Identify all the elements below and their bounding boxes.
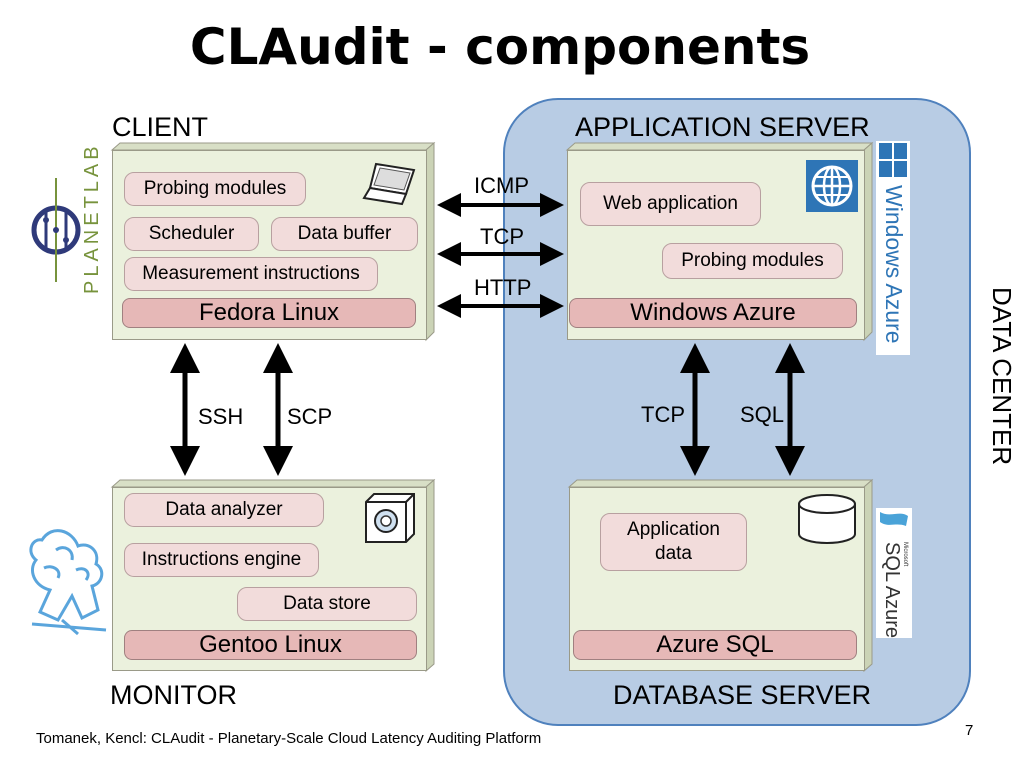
client-os: Fedora Linux	[122, 298, 416, 328]
monitor-label: MONITOR	[110, 680, 237, 710]
scp-label: SCP	[287, 404, 333, 429]
sql-label: SQL	[740, 402, 785, 427]
db-tcp-label: TCP	[641, 402, 685, 427]
sql-azure-logo: Microsoft SQL Azure	[876, 508, 912, 638]
data-center-label: DATA CENTER	[987, 287, 1017, 466]
client-scheduler: Scheduler	[124, 217, 259, 251]
windows-azure-logo: Windows Azure	[876, 141, 910, 355]
laptop-icon	[362, 162, 416, 206]
sql-azure-logo-small: Microsoft	[902, 542, 908, 567]
icmp-label: ICMP	[474, 173, 529, 198]
windows-azure-logo-text: Windows Azure	[881, 185, 907, 344]
client-measurement-instructions: Measurement instructions	[124, 257, 378, 291]
client-data-buffer: Data buffer	[271, 217, 418, 251]
planetlab-logo-text: PLANETLAB	[81, 142, 103, 294]
client-label: CLIENT	[112, 112, 209, 142]
sql-azure-logo-text: SQL Azure	[881, 542, 903, 638]
page-number: 7	[965, 722, 974, 739]
ssh-label: SSH	[198, 404, 244, 429]
monitor-os: Gentoo Linux	[124, 630, 417, 660]
db-server-label: DATABASE SERVER	[613, 680, 872, 710]
lion-logo	[29, 529, 107, 636]
app-probing-modules: Probing modules	[662, 243, 843, 279]
db-server-os: Azure SQL	[573, 630, 857, 660]
tcp-label: TCP	[480, 224, 524, 249]
client-probing-modules: Probing modules	[124, 172, 306, 206]
camera-icon	[365, 493, 415, 543]
app-server-label: APPLICATION SERVER	[575, 112, 870, 142]
monitor-data-analyzer: Data analyzer	[124, 493, 324, 527]
app-web-application: Web application	[580, 182, 761, 226]
app-server-os: Windows Azure	[569, 298, 857, 328]
monitor-instructions-engine: Instructions engine	[124, 543, 319, 577]
database-icon	[798, 494, 856, 544]
http-label: HTTP	[474, 275, 532, 300]
slide-title: CLAudit - components	[189, 18, 811, 76]
globe-icon	[806, 160, 858, 212]
monitor-data-store: Data store	[237, 587, 417, 621]
footer-text: Tomanek, Kencl: CLAudit - Planetary-Scal…	[36, 730, 542, 747]
db-application-data: Application data	[600, 513, 747, 571]
planetlab-logo: PLANETLAB	[31, 142, 103, 294]
